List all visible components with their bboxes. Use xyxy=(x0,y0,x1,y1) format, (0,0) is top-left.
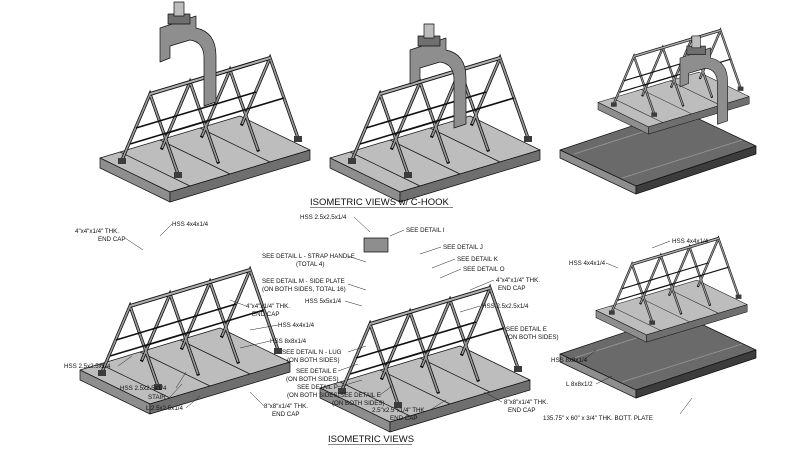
callout-text: HSS 4x4x1/4 xyxy=(172,221,209,228)
iso-view-top-center xyxy=(328,23,542,204)
callout-text: END CAP xyxy=(98,236,126,243)
callout-text: HSS 4x4x1/4 xyxy=(672,238,709,245)
callout-text: (ON BOTH SIDES) xyxy=(506,334,559,341)
callout-text: HSS 8x8x1/4 xyxy=(270,338,307,345)
callout-text: HSS 2.5x2.5x1/4 xyxy=(482,303,529,310)
callout-text: L 8x8x1/2 xyxy=(566,381,593,388)
callout-text: SEE DETAIL J xyxy=(443,244,483,251)
callout-text: SEE DETAIL E xyxy=(340,392,381,399)
callout-text: (ON BOTH SIDES) xyxy=(286,376,339,383)
callout-text: END CAP xyxy=(508,407,536,414)
callout-text: SEE DETAIL M - SIDE PLATE xyxy=(262,278,345,285)
callout-text: 4"x4"x1/4" THK. xyxy=(246,303,290,310)
callouts-left: 4"x4"x1/4" THK. END CAP HSS 4x4x1/4 4"x4… xyxy=(64,221,315,418)
callout-text: (ON BOTH SIDES) xyxy=(287,392,340,399)
iso-view-bottom-left xyxy=(78,268,292,416)
callout-text: STAIR xyxy=(148,394,166,401)
callout-text: HSS 2.5x2.5x1/4 xyxy=(120,385,167,392)
callout-text: SEE DETAIL E xyxy=(506,326,547,333)
callout-text: SEE DETAIL N - LUG xyxy=(282,349,342,356)
callout-text: HSS 5x5x1/4 xyxy=(305,298,342,305)
iso-view-top-left xyxy=(98,1,312,204)
callout-text: END CAP xyxy=(390,415,418,422)
callout-text: 8"x8"x1/4" THK. xyxy=(264,403,308,410)
callout-text: HSS 4x4x1/4 xyxy=(569,260,606,267)
callout-text: SEE DETAIL E xyxy=(296,368,337,375)
callout-text: SEE DETAIL P xyxy=(297,384,338,391)
callout-text: END CAP xyxy=(498,285,526,292)
callout-text: SEE DETAIL O xyxy=(463,266,505,273)
iso-view-bottom-center xyxy=(318,237,532,434)
callout-text: 2.5"x2.5"x1/4" THK. xyxy=(372,407,427,414)
callout-text: HSS 8x8x1/4 xyxy=(551,357,588,364)
callout-text: (ON BOTH SIDES) xyxy=(332,400,385,407)
callout-text: HSS 2.5x2.5x1/4 xyxy=(300,214,347,221)
iso-view-top-right xyxy=(559,28,757,195)
callout-text: HSS 4x4x1/4 xyxy=(278,322,315,329)
callout-text: 4"x4"x1/4" THK. xyxy=(75,228,119,235)
callout-text: SEE DETAIL K xyxy=(457,256,499,263)
callout-text: END CAP xyxy=(272,411,300,418)
title-isometric-views-chook: ISOMETRIC VIEWS w/ C-HOOK xyxy=(310,197,449,208)
title-isometric-views: ISOMETRIC VIEWS xyxy=(328,434,414,445)
callout-text: L 2.5x2.5x1/4 xyxy=(146,405,183,412)
callout-text: SEE DETAIL L - STRAP HANDLE xyxy=(262,253,355,260)
callout-text: HSS 2.5x2.5x1/4 xyxy=(64,363,111,370)
callouts-middle: HSS 2.5x2.5x1/4 SEE DETAIL I SEE DETAIL … xyxy=(262,214,559,422)
callout-text: (ON BOTH SIDES) xyxy=(287,357,340,364)
callout-text: 4"x4"x1/4" THK. xyxy=(496,277,540,284)
callout-text: 135.75" x 60" x 3/4" THK. BOTT. PLATE xyxy=(543,415,653,422)
callout-text: 8"x8"x1/4" THK. xyxy=(504,399,548,406)
callout-text: (TOTAL 4) xyxy=(296,261,324,268)
callout-text: SEE DETAIL I xyxy=(406,227,445,234)
callout-text: END CAP xyxy=(252,311,280,318)
callouts-right: HSS 4x4x1/4 HSS 4x4x1/4 HSS 8x8x1/4 L 8x… xyxy=(543,238,709,422)
callout-text: (ON BOTH SIDES, TOTAL 16) xyxy=(262,286,346,293)
